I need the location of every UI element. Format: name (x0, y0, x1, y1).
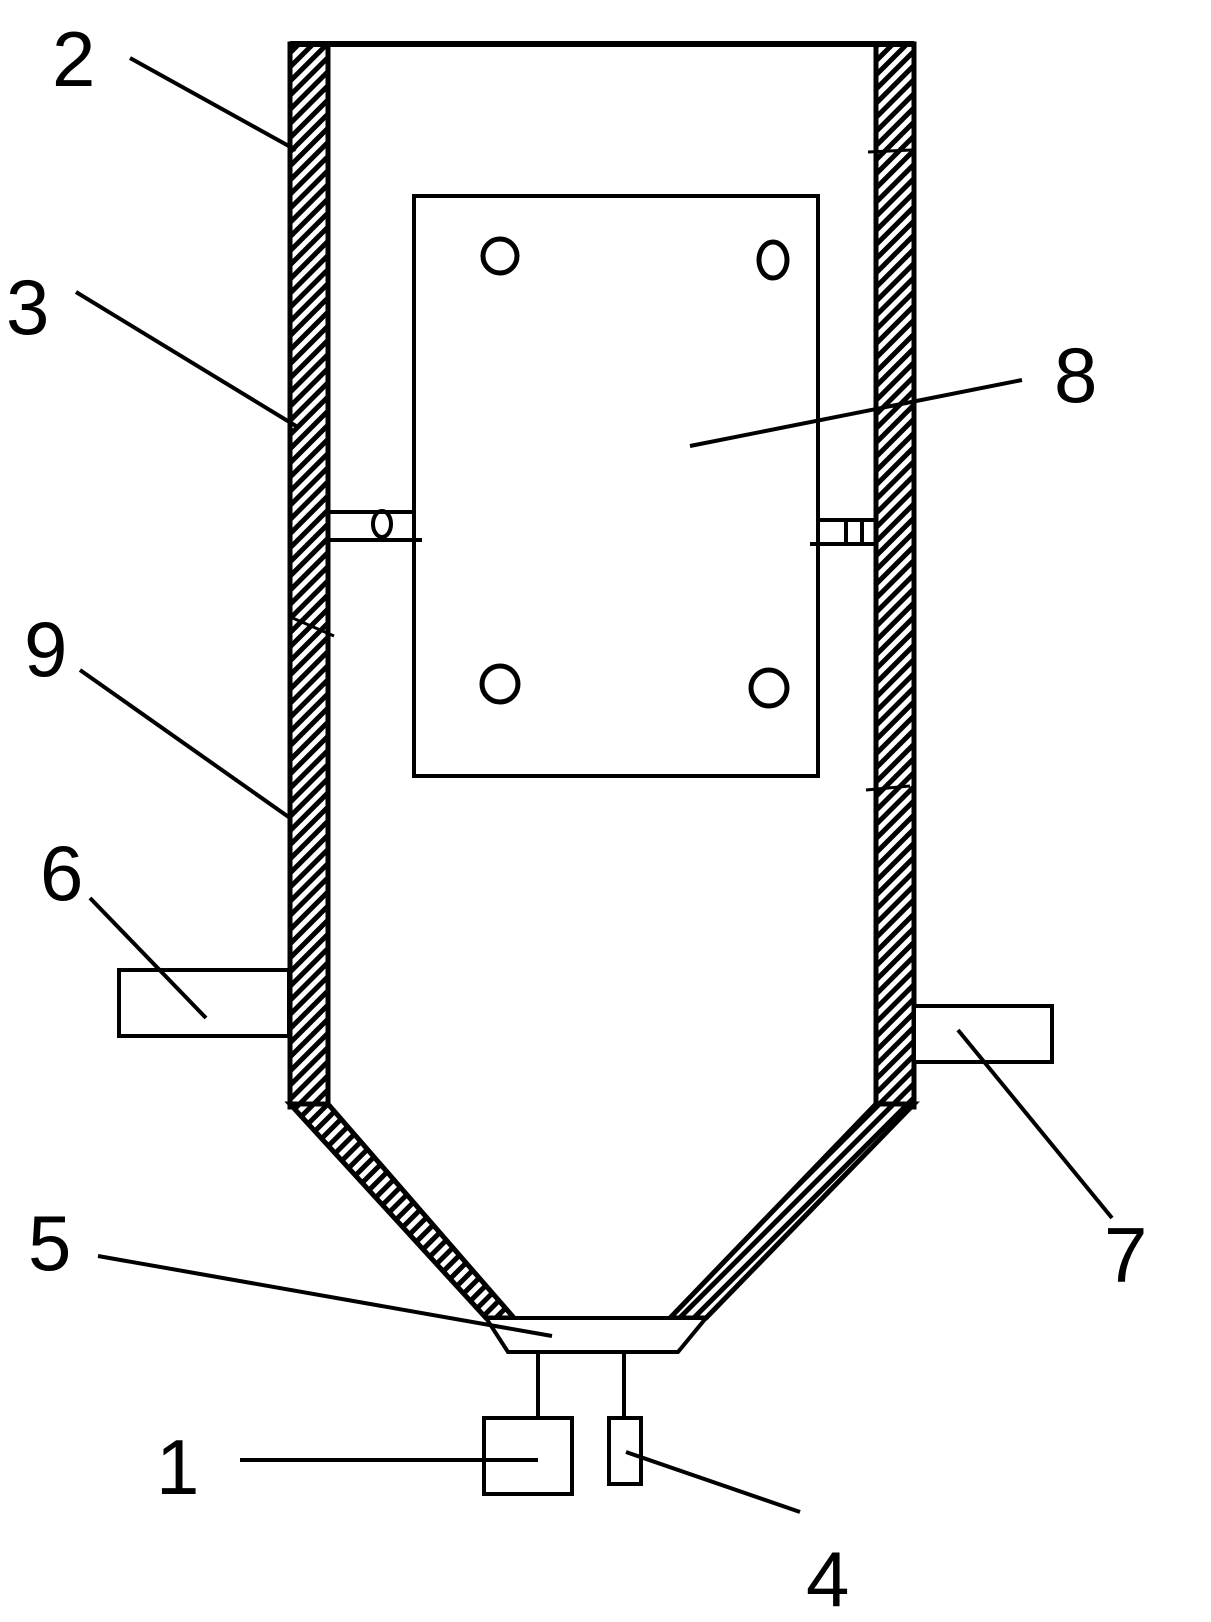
right-cone-insulation (664, 1101, 920, 1321)
basket-hole-bottom-right (748, 667, 790, 709)
label-1: 1 (156, 1423, 199, 1511)
basket-hole-bottom-left (479, 663, 521, 705)
leader-7 (956, 1028, 1114, 1220)
leader-2 (129, 56, 297, 152)
left-wall-insulation (287, 41, 331, 1110)
label-4: 4 (806, 1535, 849, 1622)
outlet-pipe-7 (912, 1004, 1054, 1064)
tick-mark (287, 614, 335, 638)
label-7: 7 (1104, 1211, 1147, 1299)
leader-6 (88, 896, 208, 1020)
basket-hole-top-left (480, 236, 520, 276)
tick-mark (867, 148, 913, 154)
label-9: 9 (24, 605, 67, 693)
inlet-pipe-6 (117, 968, 291, 1038)
leader-8 (689, 378, 1023, 448)
inner-basket (412, 194, 820, 778)
component-1-box (482, 1416, 574, 1496)
leader-5 (97, 1254, 553, 1338)
label-3: 3 (6, 263, 49, 351)
right-wall-insulation (873, 41, 917, 1110)
bottom-plate (482, 1316, 711, 1354)
leader-3 (74, 290, 298, 428)
leader-9 (78, 668, 292, 820)
tick-mark (865, 784, 911, 792)
left-support-bracket (328, 509, 422, 542)
right-support-bracket (810, 518, 876, 546)
left-cone-insulation (284, 1101, 520, 1321)
basket-hole-top-right (756, 239, 790, 281)
label-2: 2 (52, 15, 95, 103)
leader-4 (625, 1450, 801, 1514)
label-5: 5 (28, 1199, 71, 1287)
label-8: 8 (1054, 331, 1097, 419)
component-4-box (607, 1416, 643, 1486)
label-6: 6 (40, 829, 83, 917)
leader-lines (74, 56, 1114, 1514)
